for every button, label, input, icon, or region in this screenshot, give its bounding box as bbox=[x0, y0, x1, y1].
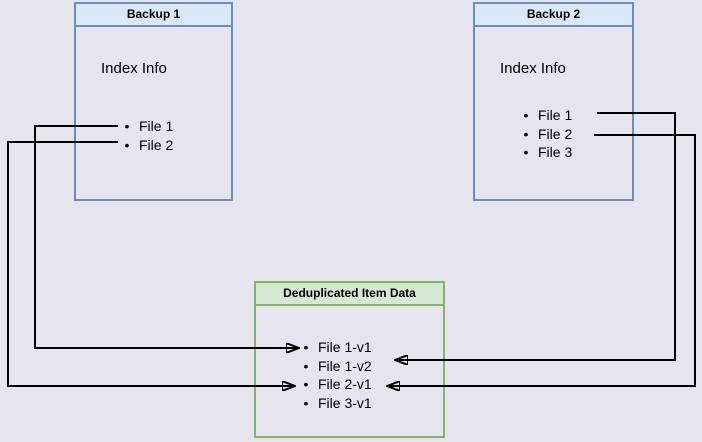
dedup-file-3-v1: File 3-v1 bbox=[318, 394, 372, 411]
backup2-index-info-label: Index Info bbox=[500, 60, 566, 77]
dedup-file-2-v1: File 2-v1 bbox=[318, 376, 372, 393]
backup1-header: Backup 1 bbox=[76, 4, 231, 27]
backup1-file-2: File 2 bbox=[139, 136, 174, 153]
backup1-index-info-label: Index Info bbox=[101, 60, 167, 77]
list-item: • File 1 bbox=[519, 106, 573, 125]
list-item: • File 3-v1 bbox=[299, 394, 372, 413]
backup1-file-list: • File 1 • File 2 bbox=[120, 117, 174, 155]
list-item: • File 3 bbox=[519, 143, 573, 162]
dedup-box: Deduplicated Item Data • File 1-v1 • Fil… bbox=[254, 281, 445, 438]
backup1-file-1: File 1 bbox=[139, 118, 174, 135]
list-item: • File 1 bbox=[120, 117, 174, 136]
dedup-file-list: • File 1-v1 • File 1-v2 • File 2-v1 • Fi… bbox=[299, 338, 372, 412]
bullet-icon: • bbox=[523, 144, 529, 161]
bullet-icon: • bbox=[523, 107, 529, 124]
bullet-icon: • bbox=[303, 376, 309, 393]
backup2-title: Backup 2 bbox=[526, 7, 581, 21]
dedup-title: Deduplicated Item Data bbox=[283, 286, 416, 300]
backup1-box: Backup 1 Index Info • File 1 • File 2 bbox=[74, 2, 233, 201]
dedup-header: Deduplicated Item Data bbox=[256, 283, 443, 306]
backup2-file-2: File 2 bbox=[538, 125, 573, 142]
bullet-icon: • bbox=[124, 136, 130, 153]
list-item: • File 1-v2 bbox=[299, 357, 372, 376]
bullet-icon: • bbox=[523, 125, 529, 142]
list-item: • File 2-v1 bbox=[299, 375, 372, 394]
bullet-icon: • bbox=[124, 118, 130, 135]
bullet-icon: • bbox=[303, 394, 309, 411]
backup2-file-list: • File 1 • File 2 • File 3 bbox=[519, 106, 573, 162]
list-item: • File 2 bbox=[120, 136, 174, 155]
backup2-header: Backup 2 bbox=[475, 4, 632, 27]
bullet-icon: • bbox=[303, 339, 309, 356]
backup2-file-3: File 3 bbox=[538, 144, 573, 161]
backup2-file-1: File 1 bbox=[538, 107, 573, 124]
backup2-box: Backup 2 Index Info • File 1 • File 2 • … bbox=[473, 2, 634, 201]
list-item: • File 1-v1 bbox=[299, 338, 372, 357]
dedup-file-1-v2: File 1-v2 bbox=[318, 357, 372, 374]
backup1-title: Backup 1 bbox=[126, 7, 181, 21]
dedup-file-1-v1: File 1-v1 bbox=[318, 339, 372, 356]
list-item: • File 2 bbox=[519, 125, 573, 144]
bullet-icon: • bbox=[303, 357, 309, 374]
